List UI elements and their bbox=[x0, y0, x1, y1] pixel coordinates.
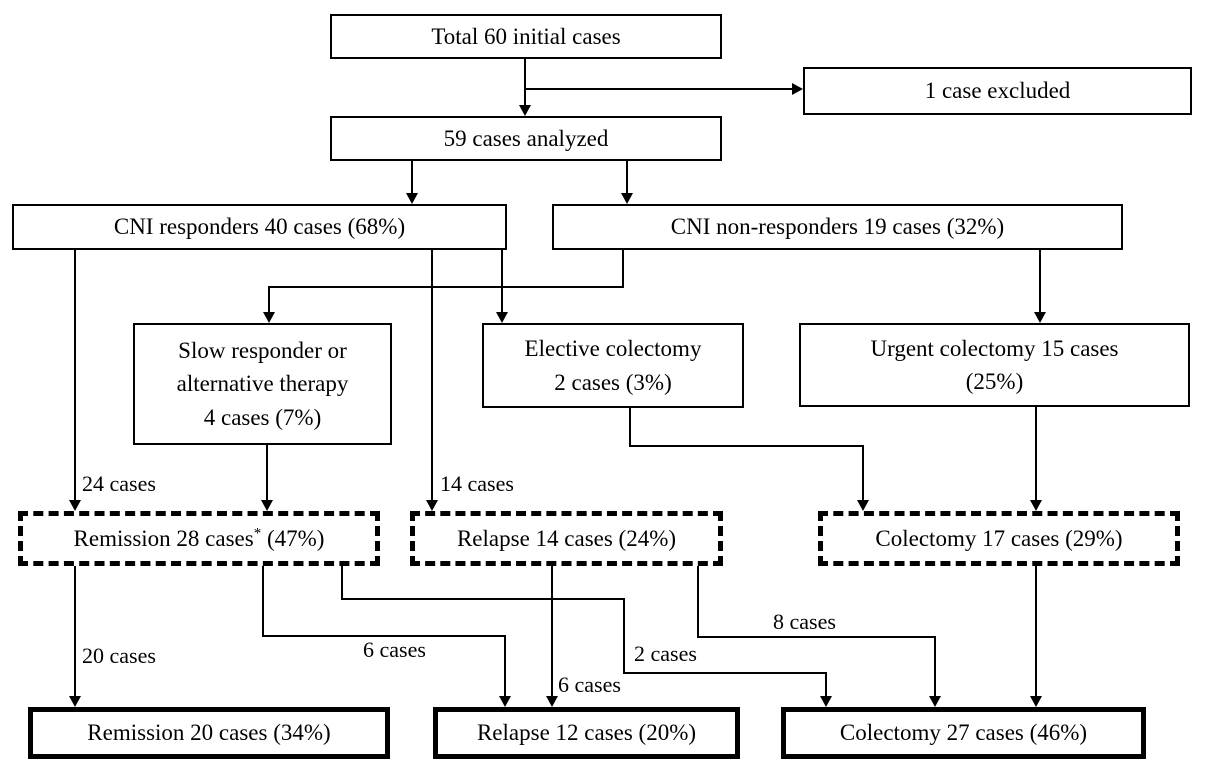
node-label: 1 case excluded bbox=[924, 78, 1071, 104]
node-remission-interim: Remission 28 cases* (47%) bbox=[18, 511, 380, 566]
node-remission-final: Remission 20 cases (34%) bbox=[28, 707, 390, 759]
arrow-down-icon bbox=[519, 105, 531, 116]
arrow-down-icon bbox=[426, 500, 438, 511]
edge-remission-colectomyfinal-line-v3 bbox=[825, 672, 827, 696]
node-label: Total 60 initial cases bbox=[431, 23, 621, 49]
edge-analyzed-nonresponders-line bbox=[626, 161, 628, 194]
node-cni-non-responders: CNI non-responders 19 cases (32%) bbox=[552, 204, 1123, 250]
edge-remission-colectomyfinal-line-h bbox=[341, 598, 625, 600]
edge-remission-colectomyfinal-line-v2 bbox=[623, 598, 625, 674]
edge-remission-relapsefinal-line-v bbox=[262, 566, 264, 637]
edge-remission-colectomyfinal-line-h2 bbox=[623, 672, 827, 674]
node-label: Remission 20 cases (34%) bbox=[87, 720, 331, 746]
edge-responders-relapse-line bbox=[431, 250, 433, 502]
node-cases-analyzed: 59 cases analyzed bbox=[330, 116, 722, 161]
node-cni-responders: CNI responders 40 cases (68%) bbox=[12, 204, 507, 250]
node-label-line: (25%) bbox=[965, 369, 1024, 394]
arrow-down-icon bbox=[546, 696, 558, 707]
node-label-line: 4 cases (7%) bbox=[203, 404, 322, 430]
arrow-down-icon bbox=[1034, 312, 1046, 323]
arrow-down-icon bbox=[1030, 696, 1042, 707]
edge-nonresponders-slow-line-h bbox=[268, 286, 624, 288]
node-colectomy-interim: Colectomy 17 cases (29%) bbox=[818, 511, 1180, 566]
node-label-text: Remission 28 cases bbox=[73, 525, 254, 551]
edge-relapse-relapsefinal-line bbox=[551, 566, 553, 696]
arrow-down-icon bbox=[69, 696, 81, 707]
node-urgent-colectomy: Urgent colectomy 15 cases (25%) bbox=[799, 323, 1190, 407]
edge-label-8-cases: 8 cases bbox=[773, 609, 836, 634]
edge-label-6-cases-remission-relapse: 6 cases bbox=[363, 637, 426, 662]
arrow-down-icon bbox=[69, 500, 81, 511]
edge-colectomy-colectomyfinal-line bbox=[1035, 566, 1037, 696]
node-label: CNI non-responders 19 cases (32%) bbox=[670, 214, 1005, 240]
footnote-asterisk: * bbox=[253, 525, 262, 542]
node-label: 59 cases analyzed bbox=[443, 125, 609, 151]
arrow-right-icon bbox=[792, 83, 803, 95]
arrow-down-icon bbox=[261, 500, 273, 511]
arrow-down-icon bbox=[499, 696, 511, 707]
edge-responders-remission-line bbox=[74, 250, 76, 502]
arrow-down-icon bbox=[857, 500, 869, 511]
edge-nonresponders-urgent-line bbox=[1039, 250, 1041, 313]
edge-slow-remission-line bbox=[266, 445, 268, 501]
edge-analyzed-responders-line bbox=[411, 161, 413, 194]
edge-remission-colectomyfinal-line-v bbox=[341, 566, 343, 600]
node-label-line: 2 cases (3%) bbox=[554, 369, 672, 395]
arrow-down-icon bbox=[496, 312, 508, 323]
arrow-down-icon bbox=[1030, 500, 1042, 511]
edge-total-excluded-line bbox=[524, 88, 792, 90]
node-slow-responder: Slow responder or alternative therapy 4 … bbox=[133, 323, 392, 445]
node-case-excluded: 1 case excluded bbox=[803, 67, 1192, 115]
node-label-line: Urgent colectomy 15 cases bbox=[870, 335, 1119, 361]
node-label-pct: (47%) bbox=[261, 525, 325, 551]
arrow-down-icon bbox=[621, 193, 633, 204]
edge-responders-elective-line bbox=[501, 250, 503, 313]
edge-label-14-cases: 14 cases bbox=[440, 471, 514, 496]
edge-relapse-colectomyfinal-line-v bbox=[697, 566, 699, 638]
arrow-down-icon bbox=[406, 193, 418, 204]
edge-label-6-cases-relapse-relapse: 6 cases bbox=[558, 672, 621, 697]
arrow-down-icon bbox=[820, 696, 832, 707]
arrow-down-icon bbox=[929, 696, 941, 707]
edge-label-20-cases: 20 cases bbox=[82, 643, 156, 668]
arrow-down-icon bbox=[263, 312, 275, 323]
edge-elective-colectomy-line-h bbox=[629, 445, 864, 447]
node-label: Colectomy 27 cases (46%) bbox=[839, 720, 1088, 746]
node-colectomy-final: Colectomy 27 cases (46%) bbox=[781, 707, 1146, 759]
edge-nonresponders-slow-line-v bbox=[622, 250, 624, 288]
edge-elective-colectomy-line-v bbox=[629, 407, 631, 447]
edge-relapse-colectomyfinal-line-v2 bbox=[934, 636, 936, 696]
edge-urgent-colectomy-line bbox=[1035, 407, 1037, 501]
node-relapse-interim: Relapse 14 cases (24%) bbox=[410, 511, 723, 566]
edge-remission-remissionfinal-line bbox=[74, 566, 76, 696]
edge-nonresponders-slow-line-v2 bbox=[268, 286, 270, 313]
edge-label-24-cases: 24 cases bbox=[82, 471, 156, 496]
node-label-line: alternative therapy bbox=[176, 371, 349, 397]
edge-relapse-colectomyfinal-line-h bbox=[697, 636, 936, 638]
node-label-line: Elective colectomy bbox=[524, 336, 702, 362]
node-label-line: Slow responder or bbox=[178, 337, 347, 363]
node-total-initial-cases: Total 60 initial cases bbox=[330, 14, 722, 59]
node-relapse-final: Relapse 12 cases (20%) bbox=[433, 707, 740, 759]
node-label: Colectomy 17 cases (29%) bbox=[875, 525, 1123, 551]
edge-label-2-cases: 2 cases bbox=[634, 641, 697, 666]
edge-total-analyzed-line bbox=[524, 59, 526, 106]
node-label: Relapse 12 cases (20%) bbox=[476, 720, 697, 746]
edge-remission-relapsefinal-line-v2 bbox=[504, 635, 506, 696]
node-label: Relapse 14 cases (24%) bbox=[456, 525, 677, 551]
edge-remission-relapsefinal-line-h bbox=[262, 635, 506, 637]
node-label: CNI responders 40 cases (68%) bbox=[113, 214, 406, 240]
node-label: Remission 28 cases* (47%) bbox=[74, 522, 325, 555]
node-elective-colectomy: Elective colectomy 2 cases (3%) bbox=[482, 323, 744, 408]
edge-elective-colectomy-line-v2 bbox=[862, 445, 864, 501]
